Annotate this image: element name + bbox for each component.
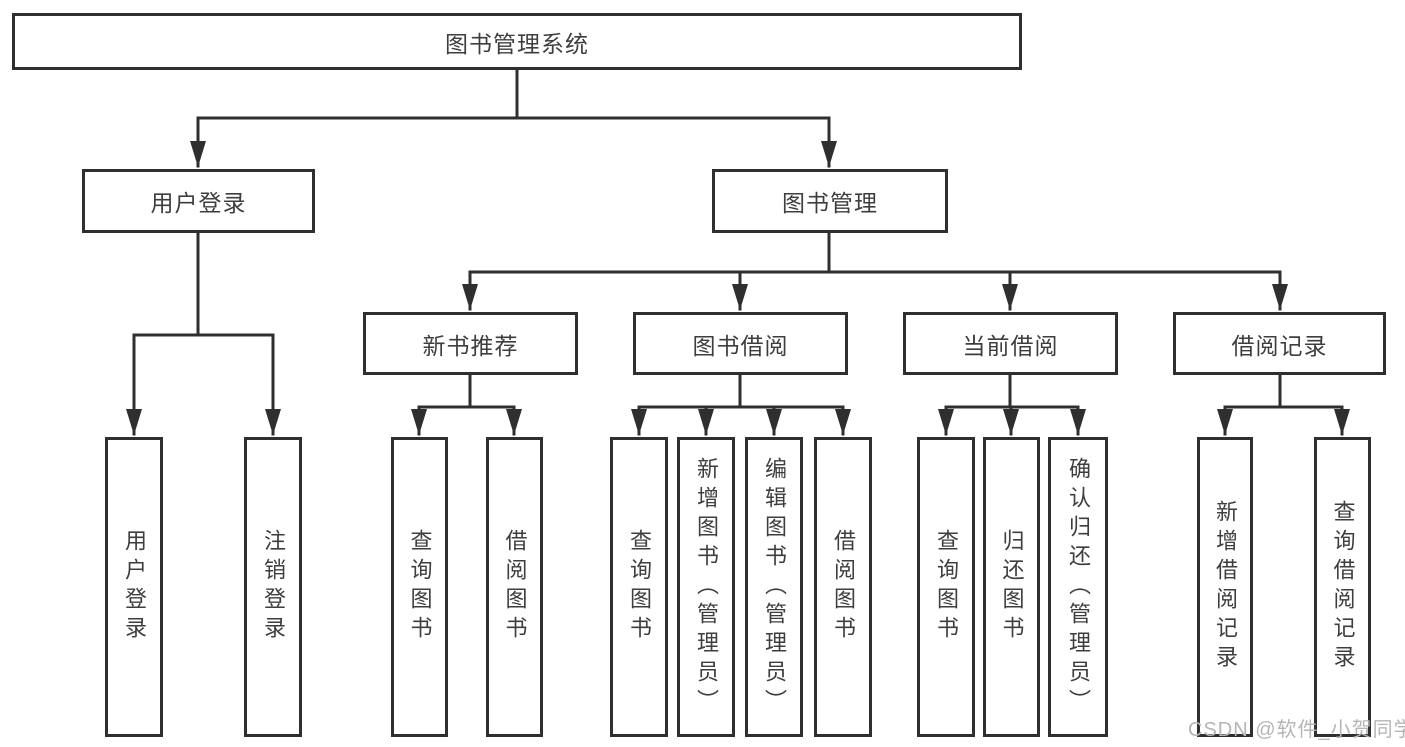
node-book-mgmt: 图书管理 [712,169,948,233]
leaf-borrow-books-2: 借阅图书 [814,437,872,737]
leaf-add-borrow-record: 新增借阅记录 [1197,437,1253,737]
leaf-edit-book-admin: 编辑图书（管理员） [745,437,803,737]
leaf-query-borrow-record: 查询借阅记录 [1314,437,1371,737]
node-current-borrow: 当前借阅 [903,312,1118,375]
node-new-book-rec: 新书推荐 [363,312,578,375]
leaf-logout: 注销登录 [244,437,302,737]
node-user-login: 用户登录 [82,169,315,233]
node-book-borrow: 图书借阅 [633,312,848,375]
leaf-query-books-3: 查询图书 [917,437,975,737]
leaf-query-books-1: 查询图书 [391,437,448,737]
leaf-return-book: 归还图书 [983,437,1040,737]
leaf-query-books-2: 查询图书 [610,437,668,737]
leaf-borrow-books-1: 借阅图书 [486,437,543,737]
leaf-user-login: 用户登录 [105,437,163,737]
csdn-watermark: CSDN @软件_小贺同学 [1188,719,1405,741]
leaf-confirm-return-admin: 确认归还（管理员） [1048,437,1108,737]
node-borrow-records: 借阅记录 [1173,312,1386,375]
leaf-add-book-admin: 新增图书（管理员） [677,437,735,737]
node-root: 图书管理系统 [12,13,1022,70]
